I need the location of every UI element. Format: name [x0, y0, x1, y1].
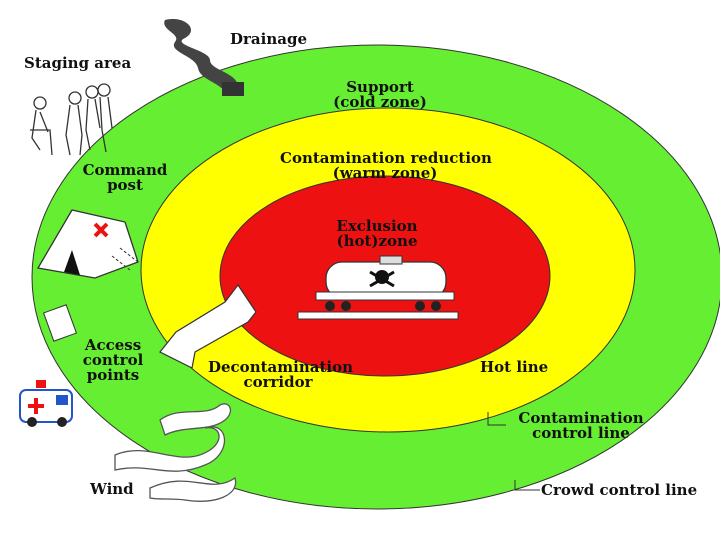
command-post-line1: Command	[82, 161, 168, 179]
contamination-control-label: Contamination control line	[506, 411, 656, 441]
warm-zone-label: Contamination reduction (warm zone)	[280, 149, 492, 182]
crowd-leader	[514, 480, 540, 491]
crowd-control-label: Crowd control line	[541, 481, 698, 499]
hot-zone-line2: (hot)zone	[336, 232, 418, 250]
support-label-line2: (cold zone)	[333, 93, 427, 111]
drainage-label: Drainage	[230, 30, 307, 48]
command-post-label: Command post	[75, 163, 175, 193]
decon-line2: corridor	[243, 373, 313, 391]
cc-line2: control line	[532, 424, 630, 442]
access-control-label: Access control points	[78, 338, 148, 383]
wind-icon	[114, 403, 237, 502]
tent-icon	[36, 209, 139, 279]
cc-leader	[487, 412, 506, 426]
cc-line1: Contamination	[518, 409, 644, 427]
tanker-car-icon	[297, 255, 459, 320]
skull-icon	[369, 270, 395, 288]
decon-corridor-arrow	[159, 283, 257, 369]
decon-corridor-label: Decontamination corridor	[208, 358, 353, 391]
support-label: Support (cold zone)	[325, 80, 435, 110]
decon-line1: Decontamination	[208, 358, 353, 376]
smoke-icon	[164, 19, 244, 96]
command-post-line2: post	[107, 176, 143, 194]
warm-zone-line2: (warm zone)	[332, 164, 438, 182]
access-line2: control	[82, 351, 144, 369]
people-icon	[30, 83, 113, 156]
hot-line-label: Hot line	[480, 358, 549, 376]
hot-zone-line1: Exclusion	[336, 217, 418, 235]
access-line3: points	[86, 366, 140, 384]
access-sign	[42, 304, 78, 342]
access-line1: Access	[84, 336, 142, 354]
ambulance-icon	[19, 380, 73, 427]
warm-zone-line1: Contamination reduction	[280, 149, 492, 167]
support-label-line1: Support	[346, 78, 414, 96]
staging-area-label: Staging area	[24, 54, 132, 72]
wind-label: Wind	[90, 480, 134, 498]
hot-zone-label: Exclusion (hot)zone	[322, 219, 432, 249]
